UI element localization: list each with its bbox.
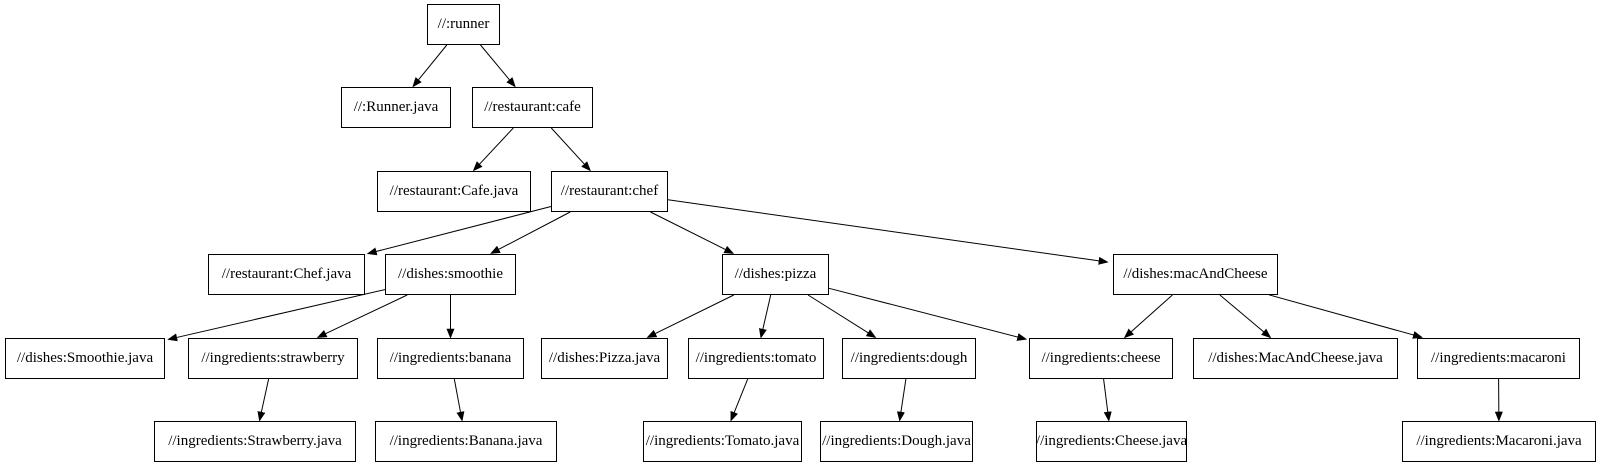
graph-node-macaroni: //ingredients:macaroni bbox=[1417, 338, 1580, 379]
graph-node-smoothie-java: //dishes:Smoothie.java bbox=[5, 338, 165, 379]
graph-node-label: //ingredients:tomato bbox=[695, 350, 817, 366]
graph-edge-pizza-to-tomato bbox=[759, 294, 772, 339]
graph-node-label: //ingredients:Tomato.java bbox=[645, 433, 800, 449]
graph-node-tomato-java: //ingredients:Tomato.java bbox=[643, 421, 802, 462]
graph-node-label: //ingredients:banana bbox=[389, 350, 512, 366]
graph-edge-mac-and-cheese-to-macaroni bbox=[1269, 294, 1423, 339]
graph-node-cafe: //restaurant:cafe bbox=[472, 87, 593, 128]
graph-node-label: //restaurant:cafe bbox=[484, 99, 581, 115]
graph-edge-mac-and-cheese-to-mac-and-cheese-java bbox=[1219, 294, 1272, 339]
graph-node-label: //ingredients:Macaroni.java bbox=[1416, 433, 1582, 449]
graph-node-label: //dishes:macAndCheese bbox=[1123, 266, 1268, 282]
graph-node-dough: //ingredients:dough bbox=[842, 338, 976, 379]
graph-edge-tomato-to-tomato-java bbox=[730, 378, 749, 422]
graph-edge-mac-and-cheese-to-cheese bbox=[1123, 294, 1173, 339]
graph-node-label: //ingredients:Cheese.java bbox=[1035, 433, 1188, 449]
graph-node-label: //dishes:smoothie bbox=[398, 266, 503, 282]
graph-edge-cafe-to-chef bbox=[550, 127, 591, 172]
graph-edge-strawberry-to-strawberry-java bbox=[257, 378, 270, 422]
graph-edge-chef-to-pizza bbox=[650, 211, 735, 254]
graph-node-banana: //ingredients:banana bbox=[377, 338, 524, 379]
graph-edge-chef-to-chef-java bbox=[366, 206, 552, 256]
graph-edge-pizza-to-dough bbox=[807, 294, 877, 338]
graph-node-label: //ingredients:strawberry bbox=[201, 350, 345, 366]
graph-node-label: //ingredients:macaroni bbox=[1431, 350, 1566, 366]
graph-node-label: //:Runner.java bbox=[353, 99, 439, 115]
graph-node-dough-java: //ingredients:Dough.java bbox=[820, 421, 973, 462]
graph-node-label: //restaurant:chef bbox=[560, 183, 659, 199]
graph-node-pizza: //dishes:pizza bbox=[722, 254, 829, 295]
graph-node-macaroni-java: //ingredients:Macaroni.java bbox=[1402, 421, 1596, 462]
graph-edge-pizza-to-pizza-java bbox=[646, 294, 735, 338]
graph-edge-chef-to-mac-and-cheese bbox=[667, 199, 1109, 265]
graph-node-label: //ingredients:Strawberry.java bbox=[168, 433, 342, 449]
graph-edge-smoothie-to-smoothie-java bbox=[167, 289, 386, 342]
graph-node-runner-java: //:Runner.java bbox=[341, 87, 451, 128]
graph-node-pizza-java: //dishes:Pizza.java bbox=[541, 338, 668, 379]
graph-node-strawberry-java: //ingredients:Strawberry.java bbox=[154, 421, 356, 462]
graph-node-chef-java: //restaurant:Chef.java bbox=[208, 254, 365, 295]
graph-node-cafe-java: //restaurant:Cafe.java bbox=[377, 171, 531, 212]
graph-node-strawberry: //ingredients:strawberry bbox=[188, 338, 358, 379]
graph-node-cheese: //ingredients:cheese bbox=[1029, 338, 1173, 379]
graph-node-cheese-java: //ingredients:Cheese.java bbox=[1036, 421, 1187, 462]
graph-node-label: //ingredients:Banana.java bbox=[389, 433, 543, 449]
graph-edge-chef-to-smoothie bbox=[490, 211, 571, 254]
graph-node-mac-and-cheese-java: //dishes:MacAndCheese.java bbox=[1193, 338, 1398, 379]
graph-node-mac-and-cheese: //dishes:macAndCheese bbox=[1113, 254, 1278, 295]
graph-node-label: //dishes:Smoothie.java bbox=[16, 350, 154, 366]
graph-node-label: //restaurant:Cafe.java bbox=[389, 183, 519, 199]
graph-node-label: //ingredients:cheese bbox=[1041, 350, 1161, 366]
graph-node-label: //dishes:MacAndCheese.java bbox=[1208, 350, 1383, 366]
graph-node-smoothie: //dishes:smoothie bbox=[385, 254, 516, 295]
graph-node-label: //dishes:pizza bbox=[734, 266, 817, 282]
graph-node-label: //restaurant:Chef.java bbox=[221, 266, 352, 282]
graph-node-label: //ingredients:dough bbox=[850, 350, 968, 366]
graph-node-label: //dishes:Pizza.java bbox=[548, 350, 661, 366]
graph-edge-cafe-to-cafe-java bbox=[472, 127, 514, 172]
graph-node-runner: //:runner bbox=[427, 4, 500, 45]
graph-node-tomato: //ingredients:tomato bbox=[688, 338, 824, 379]
graph-node-chef: //restaurant:chef bbox=[551, 171, 668, 212]
graph-edge-cheese-to-cheese-java bbox=[1103, 378, 1112, 422]
graph-edge-smoothie-to-strawberry bbox=[316, 294, 408, 338]
graph-edge-pizza-to-cheese bbox=[828, 287, 1028, 341]
graph-edge-dough-to-dough-java bbox=[897, 378, 907, 422]
graph-node-label: //:runner bbox=[437, 16, 490, 32]
graph-node-banana-java: //ingredients:Banana.java bbox=[375, 421, 557, 462]
graph-edge-runner-to-runner-java bbox=[412, 44, 448, 88]
graph-edge-banana-to-banana-java bbox=[453, 378, 465, 422]
graph-edge-runner-to-cafe bbox=[480, 44, 516, 88]
graph-node-label: //ingredients:Dough.java bbox=[822, 433, 971, 449]
